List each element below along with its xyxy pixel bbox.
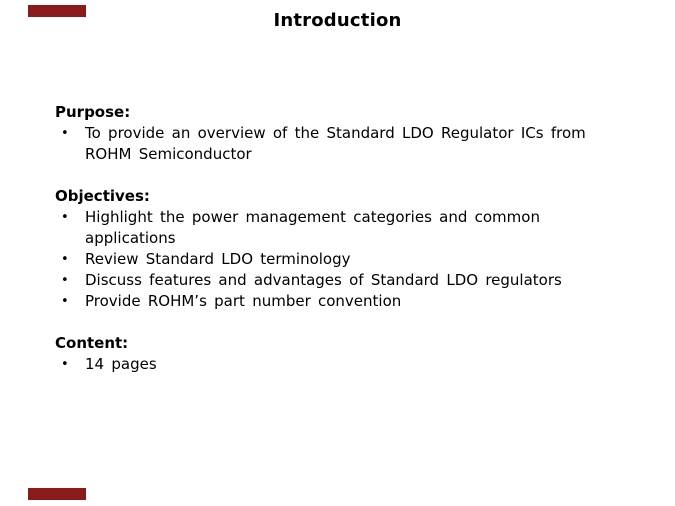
section-heading: Objectives: [55,187,150,205]
bullet-text: Highlight the power management categorie… [85,208,540,247]
slide-section: Content: • 14 pages [55,333,603,375]
slide-section: Purpose: • To provide an overview of the … [55,102,603,165]
section-heading: Content: [55,334,129,352]
bullet-item: • Review Standard LDO terminology [55,249,603,270]
red-accent-bar-bottom [28,488,86,500]
bullet-dot-icon: • [61,357,69,372]
bullet-dot-icon: • [61,210,69,225]
bullet-text: Review Standard LDO terminology [85,250,351,268]
bullet-dot-icon: • [61,294,69,309]
bullet-item: • 14 pages [55,354,603,375]
page-title: Introduction [273,10,402,31]
bullet-item: • To provide an overview of the Standard … [55,123,603,165]
slide-body: Purpose: • To provide an overview of the … [55,102,603,375]
bullet-list: • Highlight the power management categori… [55,207,603,312]
bullet-item: • Discuss features and advantages of Stan… [55,270,603,291]
bullet-text: To provide an overview of the Standard L… [85,124,586,163]
bullet-text: Discuss features and advantages of Stand… [85,271,562,289]
bullet-dot-icon: • [61,273,69,288]
bullet-item: • Highlight the power management categori… [55,207,603,249]
bullet-list: • To provide an overview of the Standard … [55,123,603,165]
bullet-item: • Provide ROHM’s part number convention [55,291,603,312]
bullet-text: Provide ROHM’s part number convention [85,292,402,310]
bullet-dot-icon: • [61,252,69,267]
slide-section: Objectives: • Highlight the power managem… [55,186,603,312]
bullet-list: • 14 pages [55,354,603,375]
bullet-text: 14 pages [85,355,157,373]
bullet-dot-icon: • [61,126,69,141]
section-heading: Purpose: [55,103,131,121]
red-accent-bar-top [28,5,86,17]
